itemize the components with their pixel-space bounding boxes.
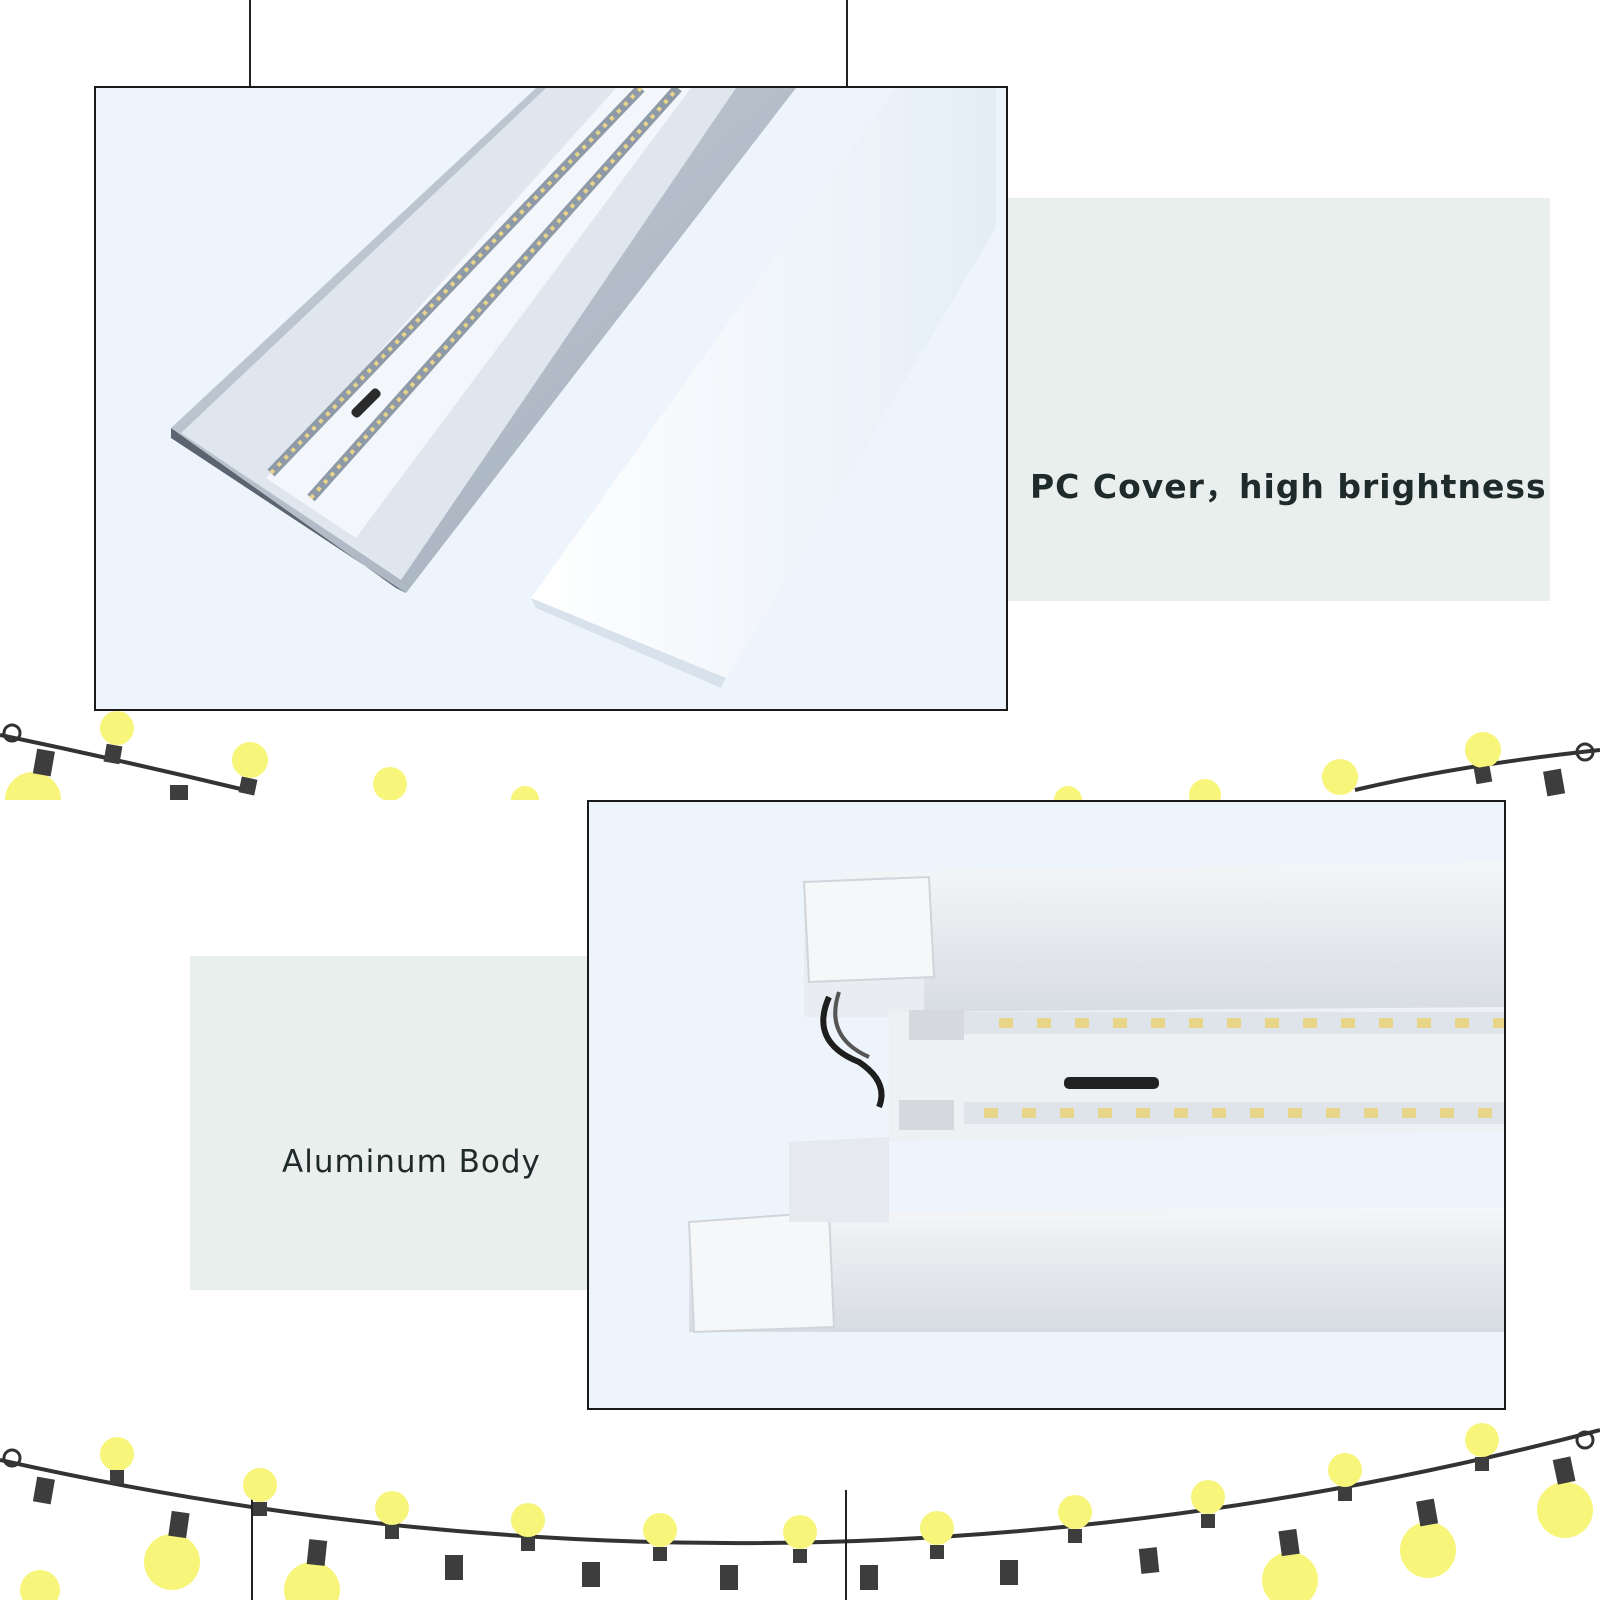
feature-caption-aluminum-body: Aluminum Body — [282, 1144, 541, 1180]
hanging-wire-right — [846, 0, 848, 96]
string-lights-icon — [0, 711, 1600, 800]
led-fixture-with-cover-illustration — [171, 88, 996, 688]
feature-panel-aluminum-body — [190, 956, 590, 1290]
product-image-pc-cover — [94, 86, 1008, 711]
feature-panel-pc-cover — [1005, 198, 1550, 601]
feature-caption-pc-cover: PC Cover，high brightness — [1030, 467, 1547, 506]
product-image-aluminum-body — [587, 800, 1506, 1410]
aluminum-housing-illustration — [687, 862, 1504, 1334]
hanging-wire-left — [249, 0, 251, 86]
